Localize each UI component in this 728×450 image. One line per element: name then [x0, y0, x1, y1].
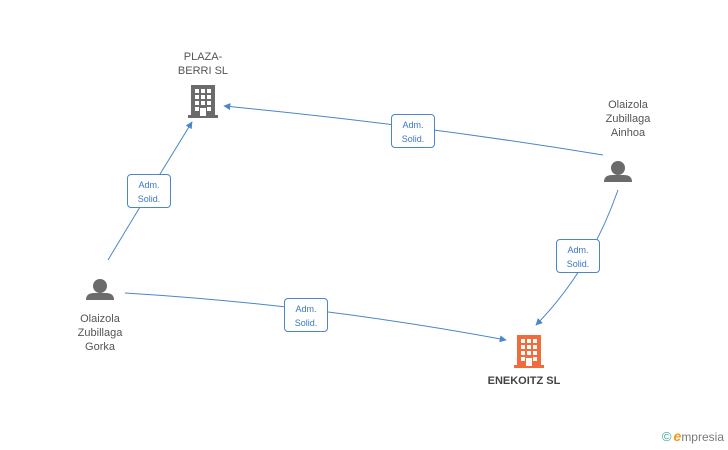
person-icon	[86, 279, 114, 300]
copyright-symbol: ©	[661, 429, 672, 444]
node-label-gorka[interactable]: Olaizola Zubillaga Gorka	[77, 313, 123, 353]
main-building-icon	[514, 335, 544, 368]
node-label-ainhoa[interactable]: Olaizola Zubillaga Ainhoa	[605, 99, 651, 139]
brand-watermark: ©empresia	[662, 428, 724, 444]
node-label-plaza-berri[interactable]: PLAZA- BERRI SL	[177, 51, 229, 77]
node-label-enekoitz[interactable]: ENEKOITZ SL	[487, 375, 561, 387]
brand-logo-text: mpresia	[681, 430, 724, 444]
relation-label-ainhoa-plaza-berri[interactable]: Adm. Solid.	[391, 114, 435, 148]
relation-label-gorka-enekoitz[interactable]: Adm. Solid.	[284, 298, 328, 332]
person-icon	[604, 161, 632, 182]
building-icon	[188, 85, 218, 118]
relation-label-gorka-plaza-berri[interactable]: Adm. Solid.	[127, 174, 171, 208]
brand-logo-e: e	[673, 428, 682, 444]
relation-label-ainhoa-enekoitz[interactable]: Adm. Solid.	[556, 239, 600, 273]
